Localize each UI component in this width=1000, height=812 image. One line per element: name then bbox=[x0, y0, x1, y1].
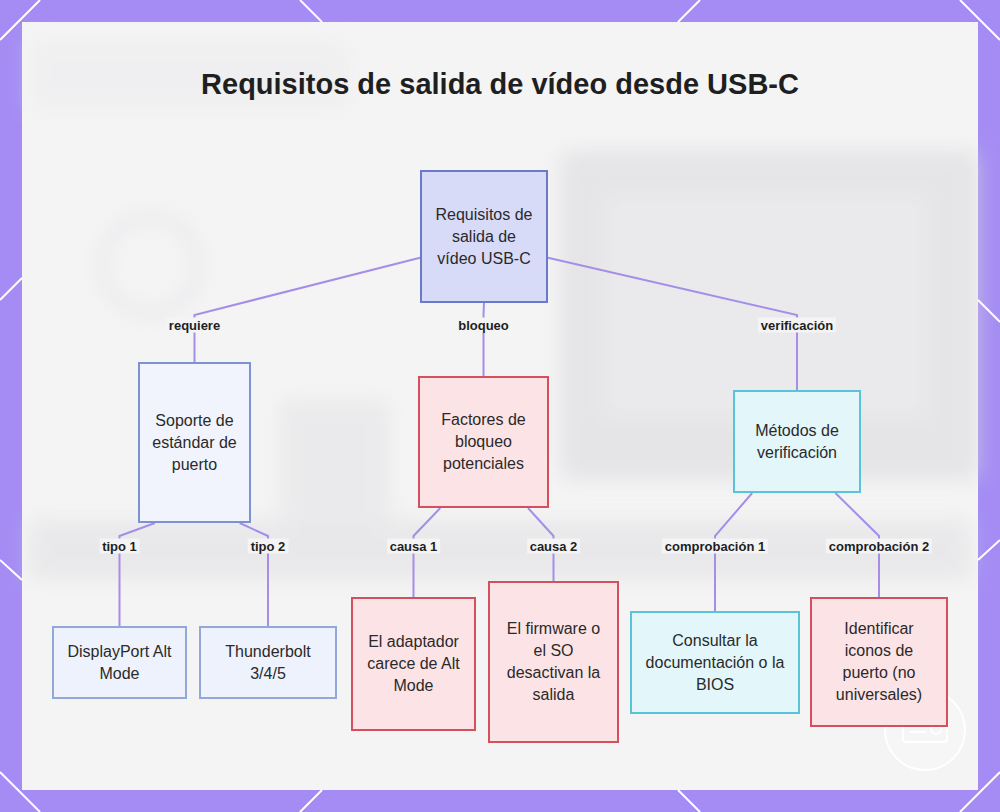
edge-label: bloqueo bbox=[455, 318, 512, 333]
node-text: Factores de bloqueo potenciales bbox=[432, 409, 535, 475]
edge-label: comprobación 2 bbox=[826, 539, 932, 554]
connector-line bbox=[195, 258, 421, 362]
node-text: Métodos de verificación bbox=[747, 420, 847, 464]
node-text: Requisitos de salida de vídeo USB-C bbox=[434, 204, 534, 270]
edge-label: requiere bbox=[166, 318, 223, 333]
diagram-title: Requisitos de salida de vídeo desde USB-… bbox=[200, 66, 800, 102]
node-text: Soporte de estándar de puerto bbox=[152, 410, 237, 476]
blurred-photo bbox=[30, 40, 980, 580]
node-text: Identificar iconos de puerto (no univers… bbox=[824, 618, 934, 706]
node-text: Thunderbolt 3/4/5 bbox=[213, 641, 323, 685]
root-box: Requisitos de salida de vídeo USB-C bbox=[420, 170, 548, 303]
edge-label: causa 2 bbox=[527, 539, 581, 554]
category-box: Soporte de estándar de puerto bbox=[138, 362, 251, 523]
node-text: DisplayPort Alt Mode bbox=[66, 641, 173, 685]
title-text: Requisitos de salida de vídeo desde USB-… bbox=[201, 68, 799, 100]
leaf-box: Consultar la documentación o la BIOS bbox=[630, 611, 800, 714]
edge-label: verificación bbox=[758, 318, 836, 333]
category-box: Métodos de verificación bbox=[733, 390, 861, 493]
edge-label: causa 1 bbox=[387, 539, 441, 554]
edge-label: comprobación 1 bbox=[662, 539, 768, 554]
leaf-box: El adaptador carece de Alt Mode bbox=[351, 597, 476, 731]
leaf-box: DisplayPort Alt Mode bbox=[52, 626, 187, 699]
edge-label: tipo 1 bbox=[99, 539, 140, 554]
connector-line bbox=[483, 303, 486, 376]
edge-label: tipo 2 bbox=[248, 539, 289, 554]
leaf-box: El firmware o el SO desactivan la salida bbox=[488, 581, 619, 743]
node-text: Consultar la documentación o la BIOS bbox=[644, 630, 786, 696]
node-text: El adaptador carece de Alt Mode bbox=[365, 631, 462, 697]
leaf-box: Thunderbolt 3/4/5 bbox=[199, 626, 337, 699]
node-text: El firmware o el SO desactivan la salida bbox=[502, 618, 605, 706]
category-box: Factores de bloqueo potenciales bbox=[418, 376, 549, 508]
leaf-box: Identificar iconos de puerto (no univers… bbox=[810, 597, 948, 727]
